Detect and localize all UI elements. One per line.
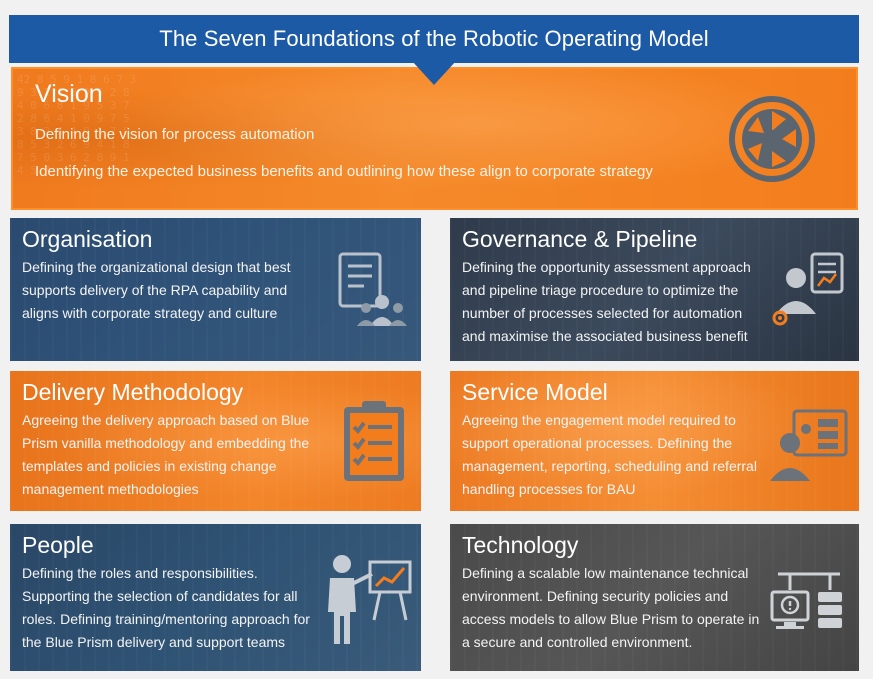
card-governance: Governance & Pipeline Defining the oppor…: [450, 218, 859, 361]
vision-title: Vision: [35, 80, 103, 108]
vision-line-1: Defining the vision for process automati…: [35, 126, 315, 143]
card-service-model: Service Model Agreeing the engagement mo…: [450, 371, 859, 511]
vision-panel: 42 8 5 9 1 8 6 7 3 9 3 2 1 5 9 5 2 8 4 0…: [11, 67, 858, 210]
card-text: Defining the organizational design that …: [22, 259, 291, 321]
card-organisation: Organisation Defining the organizational…: [10, 218, 421, 361]
card-title: Delivery Methodology: [22, 379, 244, 405]
card-text: Defining the roles and responsibilities.…: [22, 565, 310, 650]
server-monitor-icon: [770, 572, 842, 629]
card-technology: Technology Defining a scalable low maint…: [450, 524, 859, 671]
page-title: The Seven Foundations of the Robotic Ope…: [159, 26, 709, 51]
card-text: Agreeing the delivery approach based on …: [22, 412, 310, 497]
org-chart-icon: [338, 252, 407, 326]
card-title: Organisation: [22, 226, 153, 252]
aperture-icon: [729, 96, 815, 182]
card-people: People Defining the roles and responsibi…: [10, 524, 421, 671]
governance-icon: [772, 252, 844, 326]
card-text: Defining the opportunity assessment appr…: [462, 259, 751, 344]
card-title: Governance & Pipeline: [462, 226, 698, 252]
header-pointer: [412, 61, 456, 85]
card-title: Technology: [462, 532, 579, 558]
vision-line-2: Identifying the expected business benefi…: [35, 163, 653, 180]
card-text: Defining a scalable low maintenance tech…: [462, 565, 760, 650]
header-banner: The Seven Foundations of the Robotic Ope…: [9, 15, 859, 63]
card-title: Service Model: [462, 379, 608, 405]
card-delivery-methodology: Delivery Methodology Agreeing the delive…: [10, 371, 421, 511]
card-texture: [450, 218, 859, 361]
card-texture: [10, 218, 421, 361]
presenter-icon: [328, 555, 412, 644]
card-title: People: [22, 532, 94, 558]
card-text: Agreeing the engagement model required t…: [462, 412, 757, 497]
clipboard-checklist-icon: [344, 401, 404, 481]
vision-background-texture: 42 8 5 9 1 8 6 7 3 9 3 2 1 5 9 5 2 8 4 0…: [17, 73, 137, 177]
service-model-icon: [770, 409, 848, 481]
